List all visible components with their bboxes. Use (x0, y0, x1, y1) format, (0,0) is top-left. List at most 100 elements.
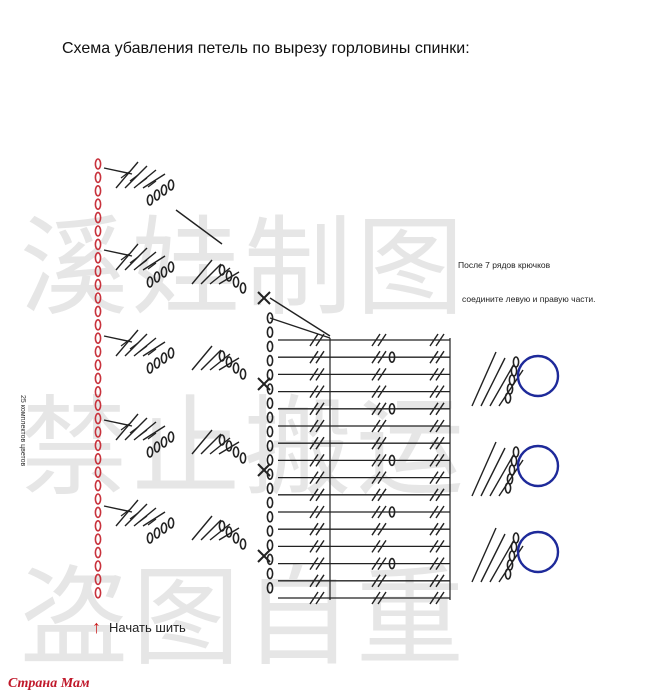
slip-stitch-mark (435, 402, 445, 416)
chain-stitch (167, 179, 175, 191)
slip-stitch-mark (371, 350, 381, 364)
double-crochet-stitch (115, 329, 139, 357)
slip-stitch-mark (371, 540, 381, 553)
chain-stitch (266, 397, 274, 410)
chain-line (103, 505, 133, 513)
single-crochet-stitch (257, 463, 271, 477)
chain-stitch (388, 402, 396, 415)
slip-stitch-mark (435, 488, 445, 502)
single-crochet-stitch (257, 549, 271, 563)
double-crochet-stitch (115, 243, 139, 271)
chain-stitch-base (94, 399, 102, 412)
chain-stitch (266, 581, 274, 594)
join-circle (516, 530, 560, 574)
chain-line (103, 335, 133, 343)
slip-stitch-mark (309, 436, 319, 450)
slip-stitch-mark (371, 385, 381, 398)
double-crochet-stitch (142, 173, 166, 189)
slip-stitch-mark (315, 350, 325, 364)
stitch-bar (129, 426, 139, 434)
chain-stitch-base (94, 251, 102, 264)
stitch-bar (147, 262, 157, 270)
chain-stitch (239, 282, 247, 294)
slip-stitch-mark (435, 385, 445, 398)
double-crochet-stitch (191, 515, 213, 541)
slip-stitch-mark (315, 454, 325, 467)
slip-stitch-mark (429, 402, 439, 416)
stitch-bar (138, 259, 148, 267)
slip-stitch-mark (309, 540, 319, 553)
slip-stitch-mark (371, 454, 381, 467)
slip-stitch-mark (435, 574, 445, 588)
slip-stitch-mark (315, 402, 325, 416)
chain-stitch (218, 434, 226, 446)
stitch-bar (138, 177, 148, 185)
chain-stitch (388, 557, 396, 570)
single-crochet-stitch (257, 377, 271, 391)
chain-stitch (266, 411, 274, 424)
slip-stitch-mark (435, 419, 445, 433)
slip-stitch-mark (377, 454, 387, 467)
double-crochet-stitch (489, 363, 515, 407)
slip-stitch-mark (309, 488, 319, 502)
double-crochet-stitch (142, 255, 166, 271)
chain-stitch (218, 520, 226, 532)
slip-stitch-mark (435, 471, 445, 484)
chain-stitch (153, 271, 161, 283)
slip-stitch-mark (429, 591, 439, 605)
slip-stitch-mark (429, 540, 439, 553)
chain-stitch-base (94, 318, 102, 331)
double-crochet-stitch (200, 433, 222, 455)
chain-stitch (160, 184, 168, 196)
chain-stitch (266, 496, 274, 509)
double-crochet-stitch (191, 345, 213, 371)
slip-stitch-mark (309, 402, 319, 416)
chain-stitch (266, 468, 274, 481)
chain-stitch-base (94, 452, 102, 465)
slip-stitch-mark (315, 522, 325, 536)
chain-stitch-base (94, 493, 102, 505)
slip-stitch-mark (377, 591, 387, 605)
up-arrow-icon: ↑ (92, 617, 101, 637)
chain-line (269, 317, 331, 339)
double-crochet-stitch (489, 539, 515, 583)
chain-stitch (167, 517, 175, 529)
chain-stitch (388, 454, 396, 467)
single-crochet-stitch (257, 291, 271, 305)
slip-stitch-mark (371, 333, 381, 347)
double-crochet-stitch (200, 519, 222, 541)
chain-stitch (160, 436, 168, 448)
join-circle (516, 354, 560, 398)
double-crochet-stitch (480, 533, 506, 583)
stitch-bar (129, 174, 139, 182)
slip-stitch-mark (435, 368, 445, 381)
chain-stitch-base (94, 158, 102, 170)
chain-stitch-base (94, 586, 102, 599)
slip-stitch-mark (377, 488, 387, 502)
chain-stitch (232, 446, 240, 458)
slip-stitch-mark (315, 488, 325, 502)
stitch-bar (138, 515, 148, 523)
chain-stitch-base (94, 372, 102, 385)
slip-stitch-mark (435, 540, 445, 553)
chain-stitch-base (94, 560, 102, 572)
double-crochet-stitch (191, 259, 213, 285)
slip-stitch-mark (315, 333, 325, 347)
chain-line (103, 419, 133, 427)
chain-stitch (232, 532, 240, 544)
chain-stitch (160, 266, 168, 278)
chain-stitch-base (94, 238, 102, 251)
double-crochet-stitch (209, 353, 231, 371)
slip-stitch-mark (315, 368, 325, 381)
slip-stitch-mark (309, 557, 319, 570)
double-crochet-stitch (200, 349, 222, 371)
stitch-bar (147, 432, 157, 440)
chain-stitch (266, 454, 274, 466)
chain-stitch (388, 351, 396, 364)
slip-stitch-mark (309, 419, 319, 433)
slip-stitch-mark (377, 540, 387, 553)
chain-stitch (232, 276, 240, 288)
chain-stitch (266, 425, 274, 438)
chain-stitch-base (94, 345, 102, 358)
slip-stitch-mark (435, 454, 445, 467)
